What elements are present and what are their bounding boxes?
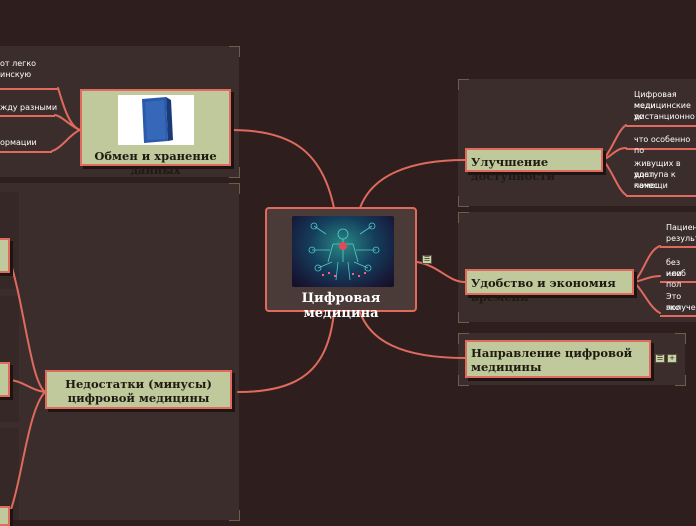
cons-child-node-1[interactable] [0,238,10,273]
panel-convenience [458,212,696,322]
central-title: Цифровая медицина [301,291,381,321]
branch-cons-title: Недостатки (минусы) цифровой медицины [65,377,212,405]
convenience-leaf-2a: без необ [666,258,686,278]
branch-direction-title: Направление цифровой медицины [471,346,633,374]
panel-access [458,79,696,206]
convenience-leaf-2b: или пол [666,269,682,289]
branch-access-node[interactable]: Улучшение доступности [465,148,603,183]
leaf-underline [626,125,696,127]
access-leaf-1c: дистанционно [634,112,695,121]
cons-child-node-2[interactable] [0,362,10,397]
exchange-leaf-3: ормации [0,138,37,147]
convenience-leaf-1a: Пациент [666,223,696,232]
tick [458,196,469,207]
exchange-leaf-1b: инскую [0,70,32,79]
tick [458,212,469,223]
access-leaf-1a: Цифровая меди [634,90,677,110]
tick [675,375,686,386]
leaf-underline [626,195,696,197]
tick [458,312,469,323]
exchange-leaf-1a: от легко [0,59,37,68]
tick [229,167,240,178]
access-leaf-3c: помощи [634,181,668,190]
access-leaf-1b: медицинские ус [634,101,691,121]
digital-human-body-icon [292,216,394,287]
cons-child-node-3[interactable] [0,506,10,526]
leaf-underline [660,246,696,248]
tick [675,333,686,344]
access-leaf-3b: доступа к качес [634,170,676,190]
blue-book-icon [118,95,194,145]
leaf-underline [660,281,696,283]
branch-direction-node[interactable]: Направление цифровой медицины [465,340,651,378]
branch-cons-node[interactable]: Недостатки (минусы) цифровой медицины [45,370,232,409]
convenience-leaf-1b: результа [666,234,696,243]
convenience-leaf-3a: Это эко [666,292,682,312]
exchange-leaf-2: жду разными [0,103,58,112]
leaf-underline [0,115,55,117]
panel-cons [0,183,239,520]
central-topic[interactable]: Цифровая медицина [265,207,417,321]
tick [229,46,240,57]
collapse-icon[interactable]: ☰ [422,255,432,264]
access-leaf-2: что особенно по [634,135,691,155]
branch-convenience-title: Удобство и экономия времени [471,276,616,304]
expand-icon[interactable]: + [667,354,677,363]
tick [458,79,469,90]
tick [229,183,240,194]
tick [458,333,469,344]
access-leaf-3a: живущих в удал [634,159,681,179]
branch-exchange-title: Обмен и хранение данных [94,149,217,177]
tick [458,375,469,386]
branch-exchange-node[interactable]: Обмен и хранение данных [80,89,231,177]
leaf-underline [660,315,696,317]
leaf-underline [626,148,696,150]
notes-icon[interactable]: ☰ [655,354,665,363]
branch-convenience-node[interactable]: Удобство и экономия времени [465,269,634,304]
leaf-underline [0,88,58,90]
leaf-underline [0,151,52,153]
branch-access-title: Улучшение доступности [471,155,555,183]
convenience-leaf-3b: получен [666,303,696,312]
